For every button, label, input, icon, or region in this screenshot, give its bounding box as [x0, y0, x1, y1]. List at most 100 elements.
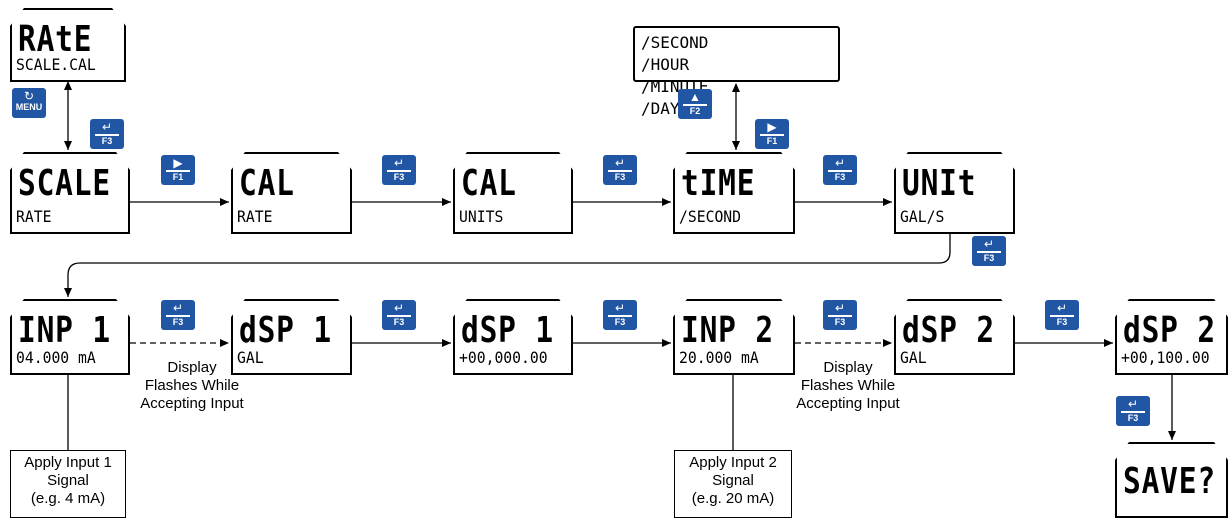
note-line: Flashes While	[800, 377, 896, 394]
note-line: Display	[823, 359, 873, 376]
apply-input-1-box: Apply Input 1 Signal (e.g. 4 mA)	[10, 450, 126, 518]
display-sub-text: /SECOND	[679, 207, 742, 226]
display-main-text: INP 1	[18, 310, 111, 351]
display-dsp1-value: dSP 1 +00,000.00	[453, 299, 573, 375]
f3-key[interactable]: ↵ F3	[823, 300, 857, 330]
f3-key[interactable]: ↵ F3	[603, 300, 637, 330]
f3-key[interactable]: ↵ F3	[1045, 300, 1079, 330]
display-sub-text: UNITS	[459, 207, 504, 226]
display-save: SAVE?	[1115, 442, 1228, 518]
f1-key[interactable]: ▶ F1	[755, 119, 789, 149]
f3-key[interactable]: ↵ F3	[972, 236, 1006, 266]
box-line: (e.g. 20 mA)	[691, 490, 775, 507]
f3-key[interactable]: ↵ F3	[382, 300, 416, 330]
display-main-text: SAVE?	[1123, 461, 1216, 502]
return-arrow-icon: ↵	[614, 301, 626, 315]
return-arrow-icon: ↵	[1056, 301, 1068, 315]
key-label: F1	[766, 136, 778, 146]
box-line: Signal	[712, 472, 754, 489]
display-sub-text: GAL	[237, 348, 264, 367]
time-option: /SECOND	[641, 33, 709, 52]
return-arrow-icon: ↵	[1127, 397, 1139, 411]
f3-key[interactable]: ↵ F3	[1116, 396, 1150, 426]
display-inp1: INP 1 04.000 mA	[10, 299, 130, 375]
display-main-text: INP 2	[681, 310, 774, 351]
key-label: F3	[101, 136, 113, 146]
display-sub-text: SCALE.CAL	[16, 55, 96, 74]
display-main-text: UNIt	[902, 163, 977, 204]
display-time-second: tIME /SECOND	[673, 152, 795, 234]
display-unit-gal: UNIt GAL/S	[894, 152, 1015, 234]
return-arrow-icon: ↵	[101, 120, 113, 134]
display-rate-scalecal: RAtE SCALE.CAL	[10, 8, 126, 82]
display-main-text: dSP 1	[239, 310, 332, 351]
box-line: Apply Input 2	[689, 454, 777, 471]
display-sub-text: GAL/S	[900, 207, 945, 226]
display-main-text: dSP 1	[461, 310, 554, 351]
menu-key[interactable]: ↻ MENU	[12, 88, 46, 118]
display-sub-text: RATE	[237, 207, 273, 226]
display-main-text: tIME	[681, 163, 756, 204]
note-line: Display	[167, 359, 217, 376]
key-label: MENU	[15, 102, 43, 112]
note-line: Flashes While	[144, 377, 240, 394]
key-label: F3	[172, 317, 184, 327]
arrow-unit-inp1	[64, 234, 951, 297]
display-main-text: RAtE	[18, 19, 93, 60]
f3-key[interactable]: ↵ F3	[161, 300, 195, 330]
key-label: F3	[393, 172, 405, 182]
display-inp2: INP 2 20.000 mA	[673, 299, 795, 375]
display-main-text: dSP 2	[902, 310, 995, 351]
key-label: F2	[689, 106, 701, 116]
note-line: Accepting Input	[796, 395, 900, 412]
return-arrow-icon: ↵	[834, 156, 846, 170]
display-sub-text: RATE	[16, 207, 52, 226]
box-line: (e.g. 4 mA)	[30, 490, 106, 507]
display-cal-units: CAL UNITS	[453, 152, 573, 234]
f3-key[interactable]: ↵ F3	[382, 155, 416, 185]
note-display-flashes-2: Display Flashes While Accepting Input	[783, 359, 913, 413]
return-arrow-icon: ↵	[393, 301, 405, 315]
time-options-display: /SECOND/HOUR /MINUTE/DAY	[633, 26, 840, 118]
up-arrow-icon: ▲	[689, 90, 701, 104]
box-line: Signal	[47, 472, 89, 489]
return-arrow-icon: ↵	[393, 156, 405, 170]
display-main-text: SCALE	[18, 163, 111, 204]
key-label: F3	[1056, 317, 1068, 327]
play-arrow-icon: ▶	[767, 120, 777, 134]
display-dsp2-gal: dSP 2 GAL	[894, 299, 1015, 375]
key-label: F3	[393, 317, 405, 327]
apply-input-2-box: Apply Input 2 Signal (e.g. 20 mA)	[674, 450, 792, 518]
display-cal-rate: CAL RATE	[231, 152, 352, 234]
return-arrow-icon: ↵	[983, 237, 995, 251]
f2-key[interactable]: ▲ F2	[678, 89, 712, 119]
display-sub-text: +00,100.00	[1121, 348, 1210, 367]
f3-key[interactable]: ↵ F3	[603, 155, 637, 185]
play-arrow-icon: ▶	[173, 156, 183, 170]
display-main-text: dSP 2	[1123, 310, 1216, 351]
key-label: F3	[834, 172, 846, 182]
return-arrow-icon: ↵	[614, 156, 626, 170]
loop-arrow-icon: ↻	[23, 89, 35, 103]
key-label: F3	[1127, 413, 1139, 423]
box-line: Apply Input 1	[24, 454, 112, 471]
key-label: F3	[983, 253, 995, 263]
display-sub-text: +00,000.00	[459, 348, 548, 367]
note-display-flashes-1: Display Flashes While Accepting Input	[130, 359, 254, 413]
f3-key[interactable]: ↵ F3	[823, 155, 857, 185]
key-label: F3	[614, 172, 626, 182]
return-arrow-icon: ↵	[172, 301, 184, 315]
key-label: F3	[834, 317, 846, 327]
display-main-text: CAL	[461, 163, 517, 204]
f3-key[interactable]: ↵ F3	[90, 119, 124, 149]
display-sub-text: GAL	[900, 348, 927, 367]
display-dsp1-gal: dSP 1 GAL	[231, 299, 352, 375]
display-sub-text: 04.000 mA	[16, 348, 96, 367]
display-sub-text: 20.000 mA	[679, 348, 759, 367]
f1-key[interactable]: ▶ F1	[161, 155, 195, 185]
note-line: Accepting Input	[140, 395, 244, 412]
display-dsp2-value: dSP 2 +00,100.00	[1115, 299, 1228, 375]
display-scale-rate: SCALE RATE	[10, 152, 130, 234]
key-label: F1	[172, 172, 184, 182]
return-arrow-icon: ↵	[834, 301, 846, 315]
